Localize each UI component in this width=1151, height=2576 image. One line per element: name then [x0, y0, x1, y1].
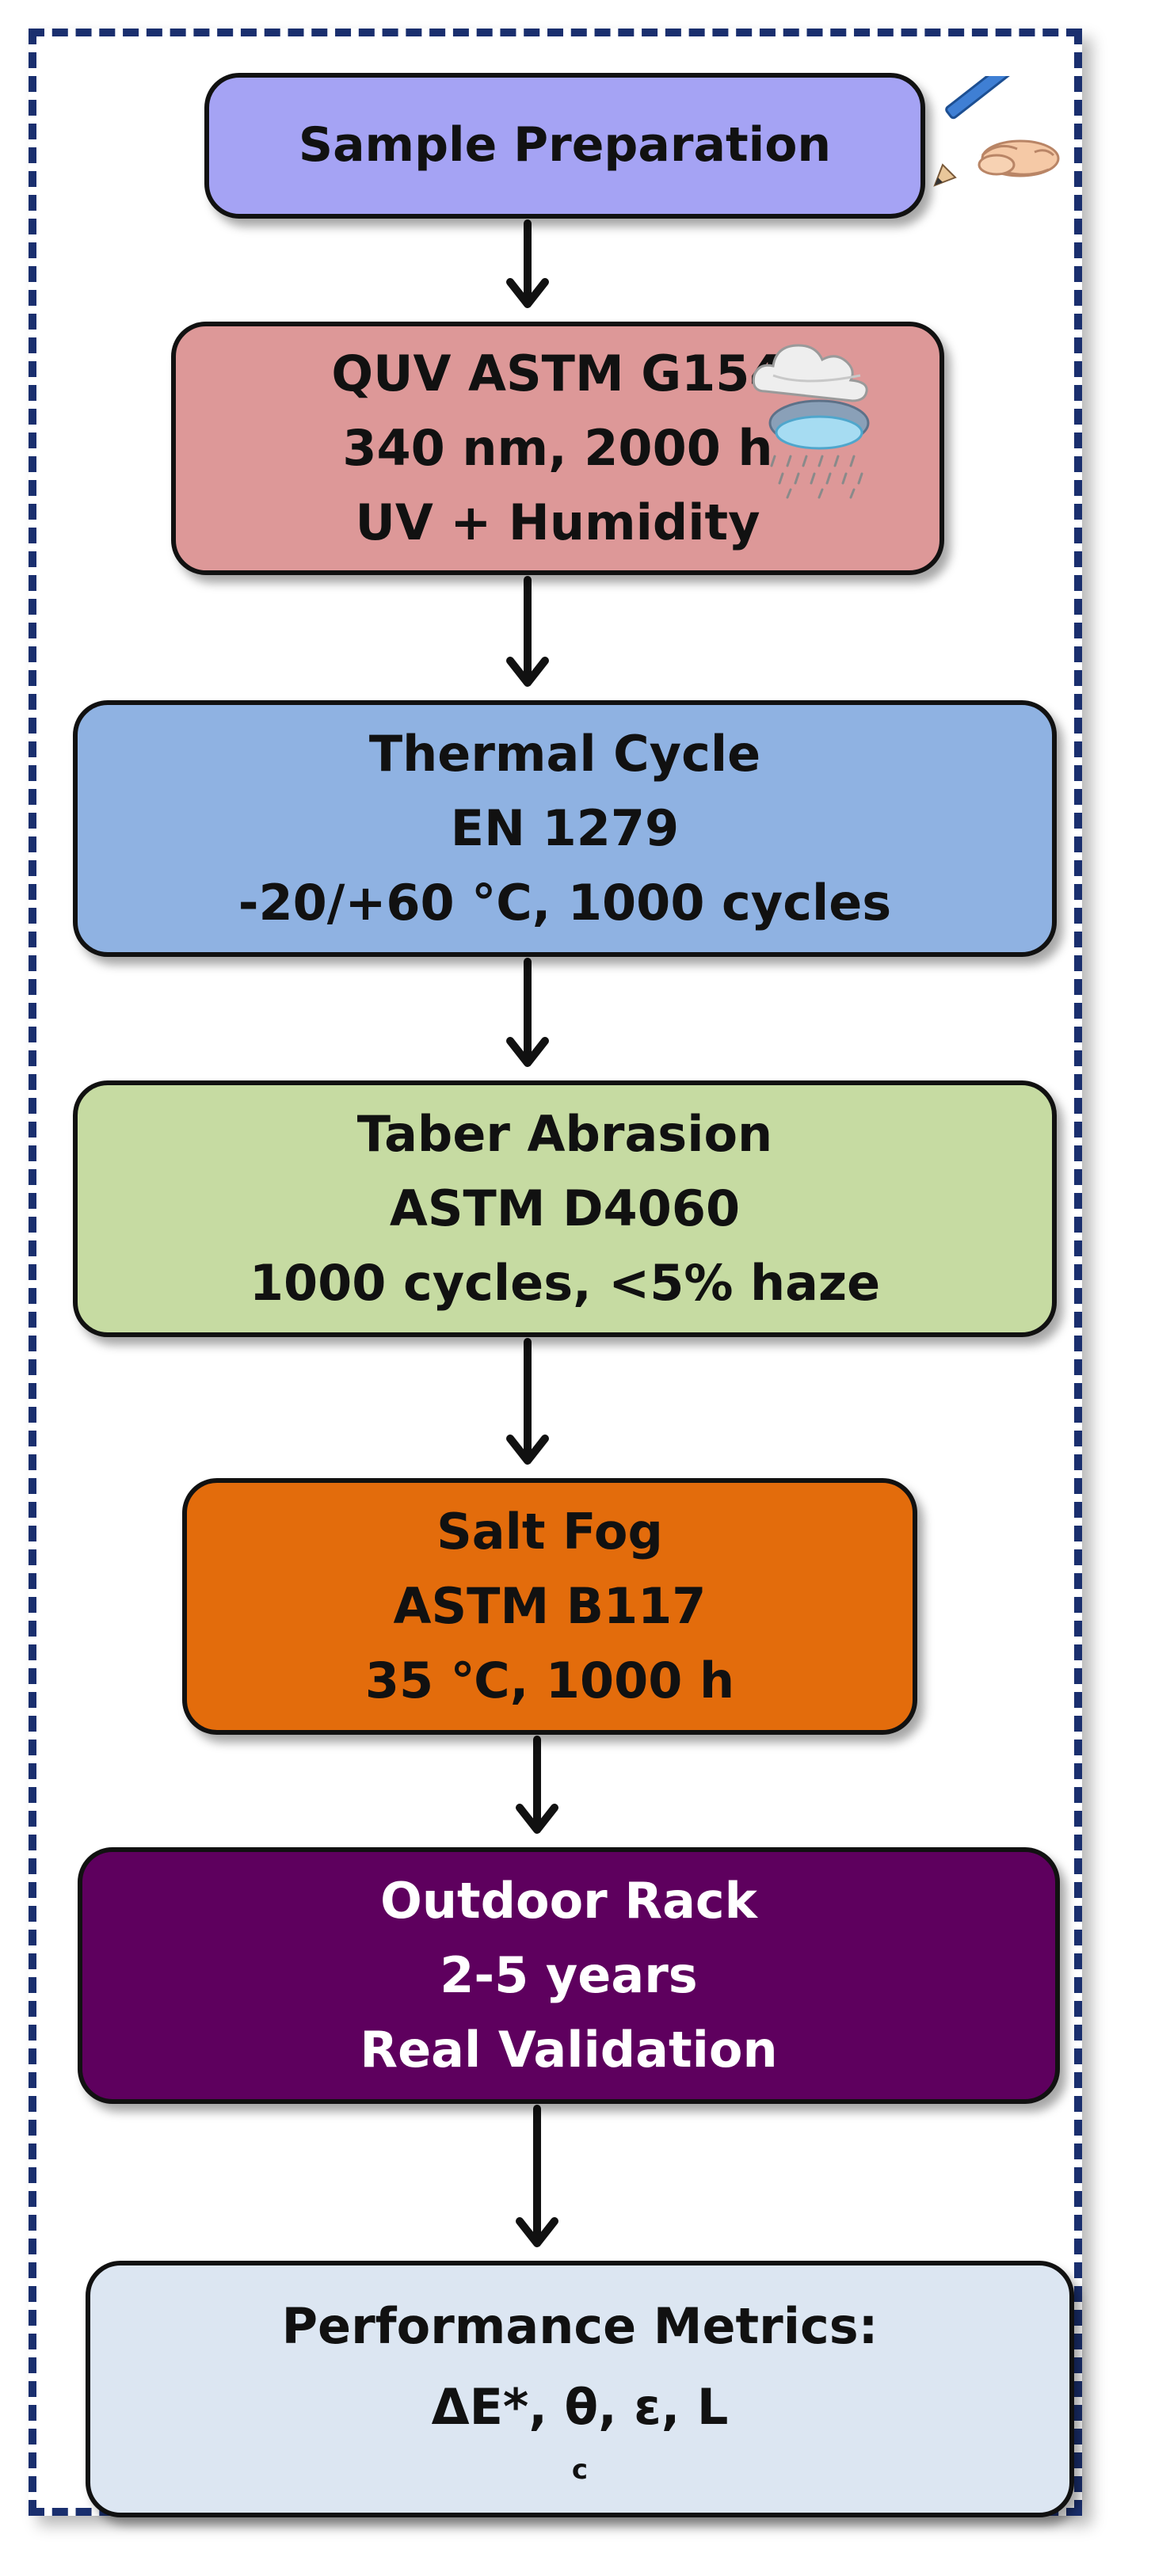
- rain-cloud-icon: [768, 399, 870, 499]
- cloud-icon: [752, 344, 868, 402]
- step-7-subscript: c: [571, 2454, 589, 2486]
- step-5-line-1: Salt Fog: [436, 1502, 663, 1560]
- step-thermal-cycle: Thermal Cycle EN 1279 -20/+60 °C, 1000 c…: [73, 700, 1057, 957]
- step-4-line-3: 1000 cycles, <5% haze: [249, 1254, 881, 1313]
- step-outdoor-rack: Outdoor Rack 2-5 years Real Validation: [78, 1847, 1060, 2104]
- step-taber-abrasion: Taber Abrasion ASTM D4060 1000 cycles, <…: [73, 1080, 1057, 1337]
- arrow-5: [516, 1736, 558, 1834]
- step-3-line-1: Thermal Cycle: [368, 724, 761, 783]
- step-salt-fog: Salt Fog ASTM B117 35 ℃, 1000 h: [182, 1478, 917, 1735]
- step-4-line-2: ASTM D4060: [389, 1179, 741, 1237]
- step-5-line-2: ASTM B117: [393, 1576, 707, 1635]
- step-1-line-1: Sample Preparation: [298, 117, 832, 173]
- step-sample-preparation: Sample Preparation: [204, 73, 925, 219]
- step-6-line-3: Real Validation: [360, 2021, 778, 2079]
- step-2-line-1: QUV ASTM G154: [331, 344, 784, 402]
- step-5-line-3: 35 ℃, 1000 h: [364, 1652, 735, 1710]
- arrow-3: [506, 958, 549, 1067]
- flowchart-frame: Sample Preparation QUV ASTM G154 340 nm,…: [29, 29, 1082, 2517]
- arrow-1: [506, 219, 549, 308]
- step-7-line-1: Performance Metrics:: [281, 2296, 878, 2355]
- step-2-line-2: 340 nm, 2000 h: [342, 418, 773, 477]
- step-6-line-2: 2-5 years: [440, 1945, 698, 2004]
- hand-writing-pencil-icon: [933, 76, 1060, 187]
- step-2-line-3: UV + Humidity: [355, 493, 760, 552]
- step-performance-metrics: Performance Metrics: ΔE*, θ, ε, L c: [86, 2261, 1074, 2517]
- step-6-line-1: Outdoor Rack: [380, 1871, 757, 1930]
- step-4-line-1: Taber Abrasion: [356, 1104, 773, 1163]
- arrow-4: [506, 1338, 549, 1465]
- step-quv-weathering: QUV ASTM G154 340 nm, 2000 h UV + Humidi…: [171, 322, 944, 575]
- step-7-metrics: ΔE*, θ, ε, L: [431, 2377, 729, 2436]
- step-7-line-2: ΔE*, θ, ε, L c: [432, 2367, 729, 2493]
- arrow-6: [516, 2105, 558, 2247]
- arrow-2: [506, 576, 549, 687]
- step-3-line-2: EN 1279: [450, 798, 680, 857]
- step-3-line-3: -20/+60 °C, 1000 cycles: [238, 874, 892, 932]
